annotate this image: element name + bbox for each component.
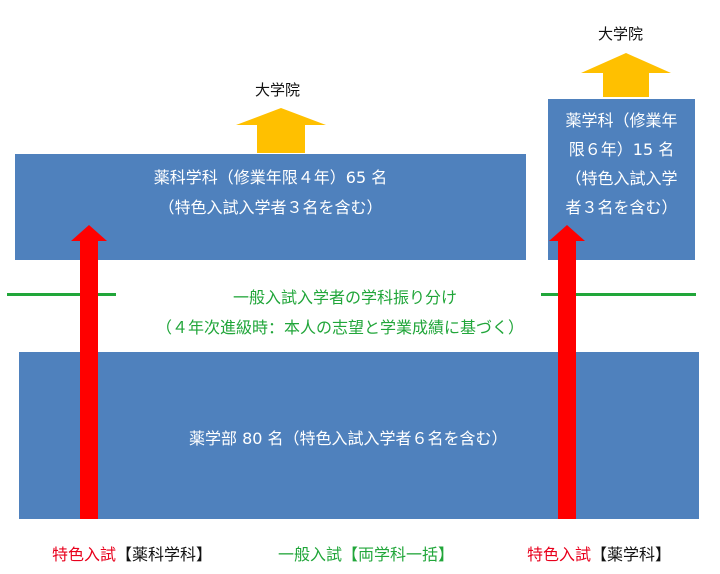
pharm-sci-box: 薬科学科（修業年限４年）65 名 （特色入試入学者３名を含む）	[15, 154, 526, 260]
graduate-school-label-left: 大学院	[255, 81, 301, 99]
bottom-label-center-dept: 【両学科一括】	[342, 545, 455, 564]
red-up-arrow-left	[71, 225, 107, 519]
bottom-label-right-type: 特色入試	[527, 545, 592, 564]
division-note-line1: 一般入試入学者の学科振り分け	[232, 288, 457, 307]
graduate-school-label-right: 大学院	[598, 25, 644, 43]
bottom-label-left-type: 特色入試	[52, 545, 117, 564]
bottom-label-center-type: 一般入試	[278, 545, 343, 564]
red-up-arrow-right	[549, 225, 585, 519]
division-line-left	[7, 293, 116, 296]
pharmacy-line2: 限６年）15 名	[568, 140, 675, 159]
pharm-sci-line2: （特色入試入学者３名を含む）	[158, 198, 383, 217]
pharm-sci-line1: 薬科学科（修業年限４年）65 名	[153, 168, 388, 187]
bottom-label-left-dept: 【薬科学科】	[116, 545, 213, 564]
faculty-text: 薬学部 80 名（特色入試入学者６名を含む）	[189, 429, 508, 448]
bottom-label-left: 特色入試【薬科学科】	[52, 541, 212, 565]
bottom-label-center: 一般入試【両学科一括】	[278, 541, 454, 565]
division-line-right	[541, 293, 696, 296]
division-note-line2: （４年次進級時：本人の志望と学業成績に基づく）	[155, 318, 524, 337]
bottom-label-right: 特色入試【薬学科】	[527, 541, 671, 565]
orange-up-arrow-left	[236, 108, 326, 153]
pharmacy-line3: （特色入試入学	[565, 169, 678, 188]
bottom-label-right-dept: 【薬学科】	[591, 545, 672, 564]
pharmacy-line1: 薬学科（修業年	[565, 111, 678, 130]
pharmacy-line4: 者３名を含む）	[565, 198, 678, 217]
faculty-box: 薬学部 80 名（特色入試入学者６名を含む）	[19, 352, 699, 519]
orange-up-arrow-right	[581, 53, 671, 97]
